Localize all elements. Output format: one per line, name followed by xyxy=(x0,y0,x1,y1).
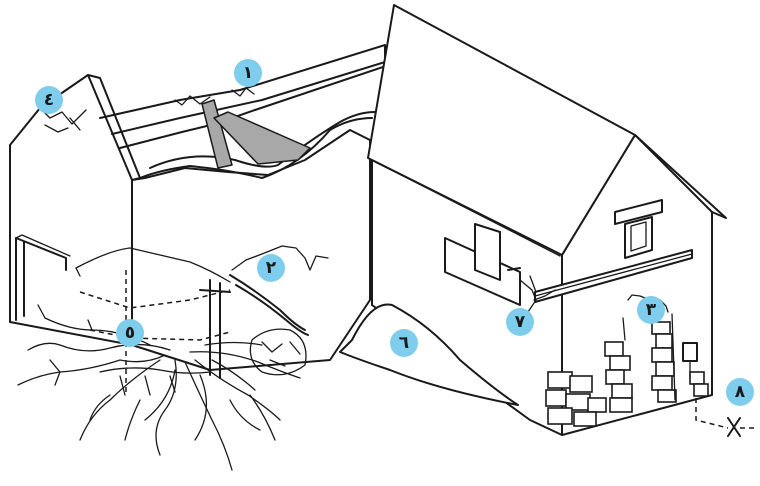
marker-4: ٤ xyxy=(35,86,63,114)
marker-6: ٦ xyxy=(390,329,418,357)
svg-text:١: ١ xyxy=(243,63,253,83)
left-house-wall xyxy=(10,75,140,345)
marker-5: ٥ xyxy=(116,319,144,347)
svg-text:٤: ٤ xyxy=(44,90,54,110)
marker-1: ١ xyxy=(234,59,262,87)
marker-7: ٧ xyxy=(506,308,534,336)
svg-text:٢: ٢ xyxy=(266,258,277,278)
marker-3: ٣ xyxy=(637,296,665,324)
svg-text:٧: ٧ xyxy=(515,312,526,332)
marker-8: ٨ xyxy=(726,378,754,406)
middle-wall xyxy=(132,130,370,370)
marker-2: ٢ xyxy=(257,254,285,282)
svg-text:٥: ٥ xyxy=(125,323,135,343)
broken-pipe xyxy=(696,398,758,436)
svg-text:٦: ٦ xyxy=(399,333,409,353)
svg-text:٣: ٣ xyxy=(646,300,657,320)
svg-text:٨: ٨ xyxy=(735,382,746,402)
